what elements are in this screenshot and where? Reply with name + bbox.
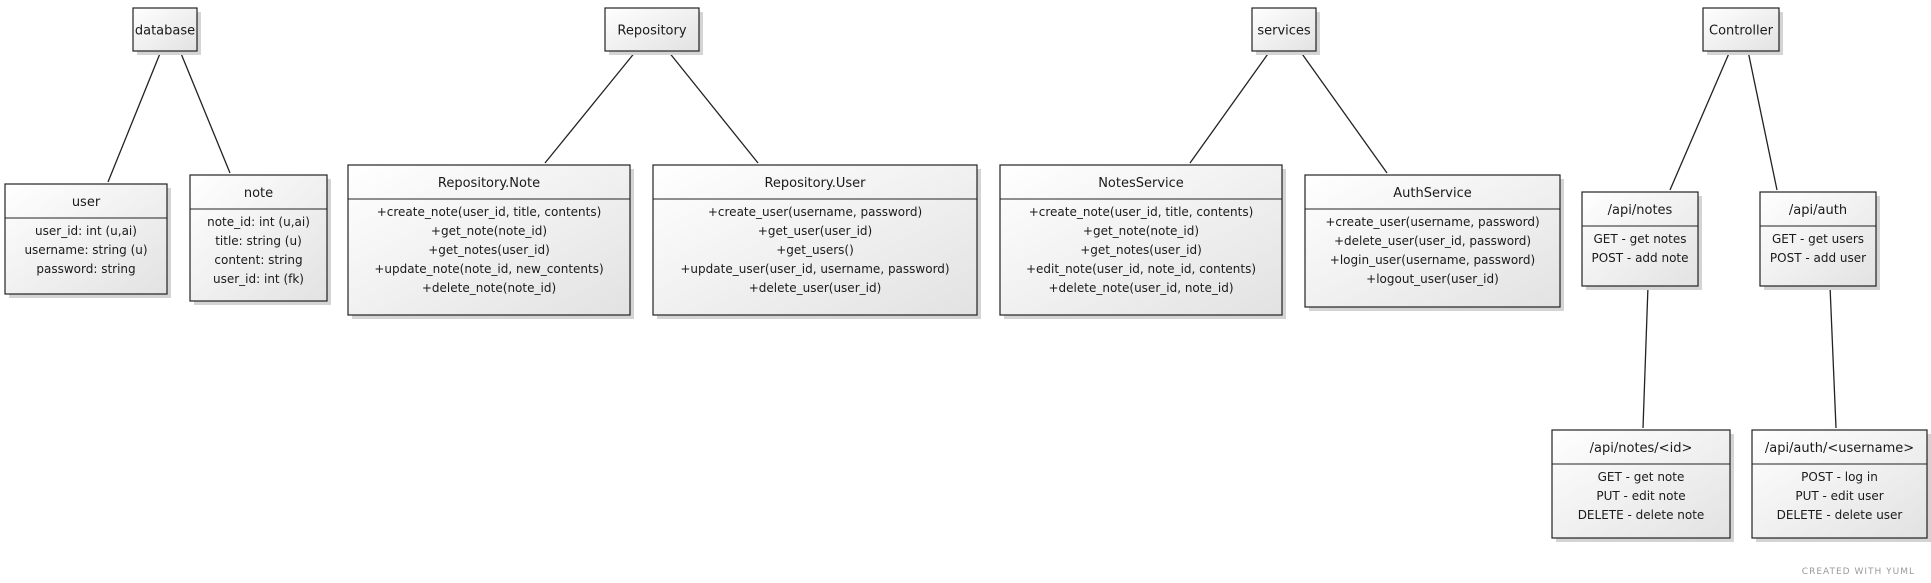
node-line: POST - add note bbox=[1591, 251, 1688, 265]
node-line: +get_users() bbox=[776, 243, 854, 257]
node-line: POST - add user bbox=[1770, 251, 1866, 265]
node-box bbox=[1759, 191, 1877, 287]
node-controller: Controller bbox=[1702, 7, 1783, 55]
node-user: user user_id: int (u,ai) username: string … bbox=[4, 183, 171, 298]
node-line: +create_user(username, password) bbox=[708, 205, 922, 219]
node-line: username: string (u) bbox=[24, 243, 147, 257]
edge-database-to-note bbox=[179, 50, 231, 174]
edge-controller-to-api-notes bbox=[1669, 50, 1731, 191]
node-box bbox=[999, 164, 1283, 316]
edges-layer bbox=[107, 50, 1837, 429]
node-box bbox=[4, 183, 168, 295]
node-box bbox=[189, 174, 328, 302]
node-title: /api/auth/<username> bbox=[1765, 441, 1914, 456]
node-line: password: string bbox=[36, 262, 135, 276]
node-services: services bbox=[1251, 7, 1320, 55]
node-box bbox=[652, 164, 978, 316]
node-title: /api/notes bbox=[1608, 203, 1673, 218]
node-title: Repository.User bbox=[764, 176, 866, 191]
node-line: PUT - edit note bbox=[1596, 489, 1685, 503]
node-line: user_id: int (fk) bbox=[213, 272, 304, 286]
node-line: GET - get users bbox=[1772, 232, 1864, 246]
node-line: content: string bbox=[214, 253, 302, 267]
node-title: note bbox=[244, 186, 273, 201]
node-box bbox=[1551, 429, 1731, 539]
node-line: GET - get note bbox=[1598, 470, 1685, 484]
node-line: +get_note(note_id) bbox=[431, 224, 547, 238]
node-line: +get_notes(user_id) bbox=[428, 243, 550, 257]
node-title: /api/notes/<id> bbox=[1590, 441, 1693, 456]
edge-api-auth-to-api-auth-username bbox=[1829, 285, 1837, 429]
edge-repository-to-repository-note bbox=[544, 50, 637, 164]
node-title: services bbox=[1257, 24, 1311, 39]
node-line: +get_user(user_id) bbox=[758, 224, 872, 238]
node-line: +edit_note(user_id, note_id, contents) bbox=[1026, 262, 1256, 276]
node-line: +create_note(user_id, title, contents) bbox=[1029, 205, 1254, 219]
node-box bbox=[347, 164, 631, 316]
node-auth-service: AuthService +create_user(username, passwo… bbox=[1304, 174, 1564, 311]
node-title: /api/auth bbox=[1789, 203, 1847, 218]
node-line: title: string (u) bbox=[215, 234, 302, 248]
nodes-layer: database Repository services Controller user… bbox=[4, 7, 1931, 542]
edge-controller-to-api-auth bbox=[1747, 50, 1778, 191]
node-box bbox=[1304, 174, 1561, 308]
node-box bbox=[1751, 429, 1928, 539]
node-box bbox=[1702, 7, 1780, 52]
node-line: +delete_note(note_id) bbox=[422, 281, 556, 295]
node-title: AuthService bbox=[1393, 186, 1472, 201]
edge-repository-to-repository-user bbox=[667, 50, 759, 164]
node-line: +update_note(note_id, new_contents) bbox=[374, 262, 603, 276]
node-line: note_id: int (u,ai) bbox=[207, 215, 310, 229]
node-line: +login_user(username, password) bbox=[1330, 253, 1535, 267]
node-line: +get_note(note_id) bbox=[1083, 224, 1199, 238]
node-title: Repository bbox=[617, 24, 686, 39]
node-note: note note_id: int (u,ai) title: string (u)… bbox=[189, 174, 331, 305]
node-repository: Repository bbox=[604, 7, 703, 55]
node-line: DELETE - delete note bbox=[1578, 508, 1705, 522]
node-title: database bbox=[135, 24, 195, 39]
node-line: DELETE - delete user bbox=[1777, 508, 1903, 522]
node-title: NotesService bbox=[1098, 176, 1184, 191]
node-line: GET - get notes bbox=[1594, 232, 1687, 246]
node-title: Controller bbox=[1709, 24, 1774, 39]
node-database: database bbox=[132, 7, 201, 55]
node-repository-user: Repository.User +create_user(username, pa… bbox=[652, 164, 981, 319]
node-line: +delete_user(user_id) bbox=[749, 281, 882, 295]
node-line: +logout_user(user_id) bbox=[1366, 272, 1499, 286]
node-line: +delete_note(user_id, note_id) bbox=[1049, 281, 1234, 295]
node-line: +create_note(user_id, title, contents) bbox=[377, 205, 602, 219]
node-box bbox=[604, 7, 700, 52]
node-line: +get_notes(user_id) bbox=[1080, 243, 1202, 257]
node-line: +create_user(username, password) bbox=[1325, 215, 1539, 229]
node-line: +delete_user(user_id, password) bbox=[1334, 234, 1531, 248]
node-box bbox=[1251, 7, 1317, 52]
edge-database-to-user bbox=[107, 50, 162, 183]
node-notes-service: NotesService +create_note(user_id, title,… bbox=[999, 164, 1286, 319]
node-box bbox=[132, 7, 198, 52]
node-title: Repository.Note bbox=[438, 176, 540, 191]
node-api-auth-username: /api/auth/<username> POST - log in PUT - e… bbox=[1751, 429, 1931, 542]
edge-services-to-auth-service bbox=[1299, 50, 1388, 174]
node-line: +update_user(user_id, username, password… bbox=[680, 262, 949, 276]
node-title: user bbox=[72, 195, 101, 210]
edge-api-notes-to-api-notes-id bbox=[1642, 285, 1649, 429]
node-line: PUT - edit user bbox=[1795, 489, 1883, 503]
node-repository-note: Repository.Note +create_note(user_id, tit… bbox=[347, 164, 634, 319]
node-line: user_id: int (u,ai) bbox=[35, 224, 137, 238]
created-with-footer: CREATED WITH YUML bbox=[1801, 567, 1915, 577]
node-box bbox=[1581, 191, 1699, 287]
edge-services-to-notes-service bbox=[1189, 50, 1271, 164]
node-line: POST - log in bbox=[1801, 470, 1878, 484]
